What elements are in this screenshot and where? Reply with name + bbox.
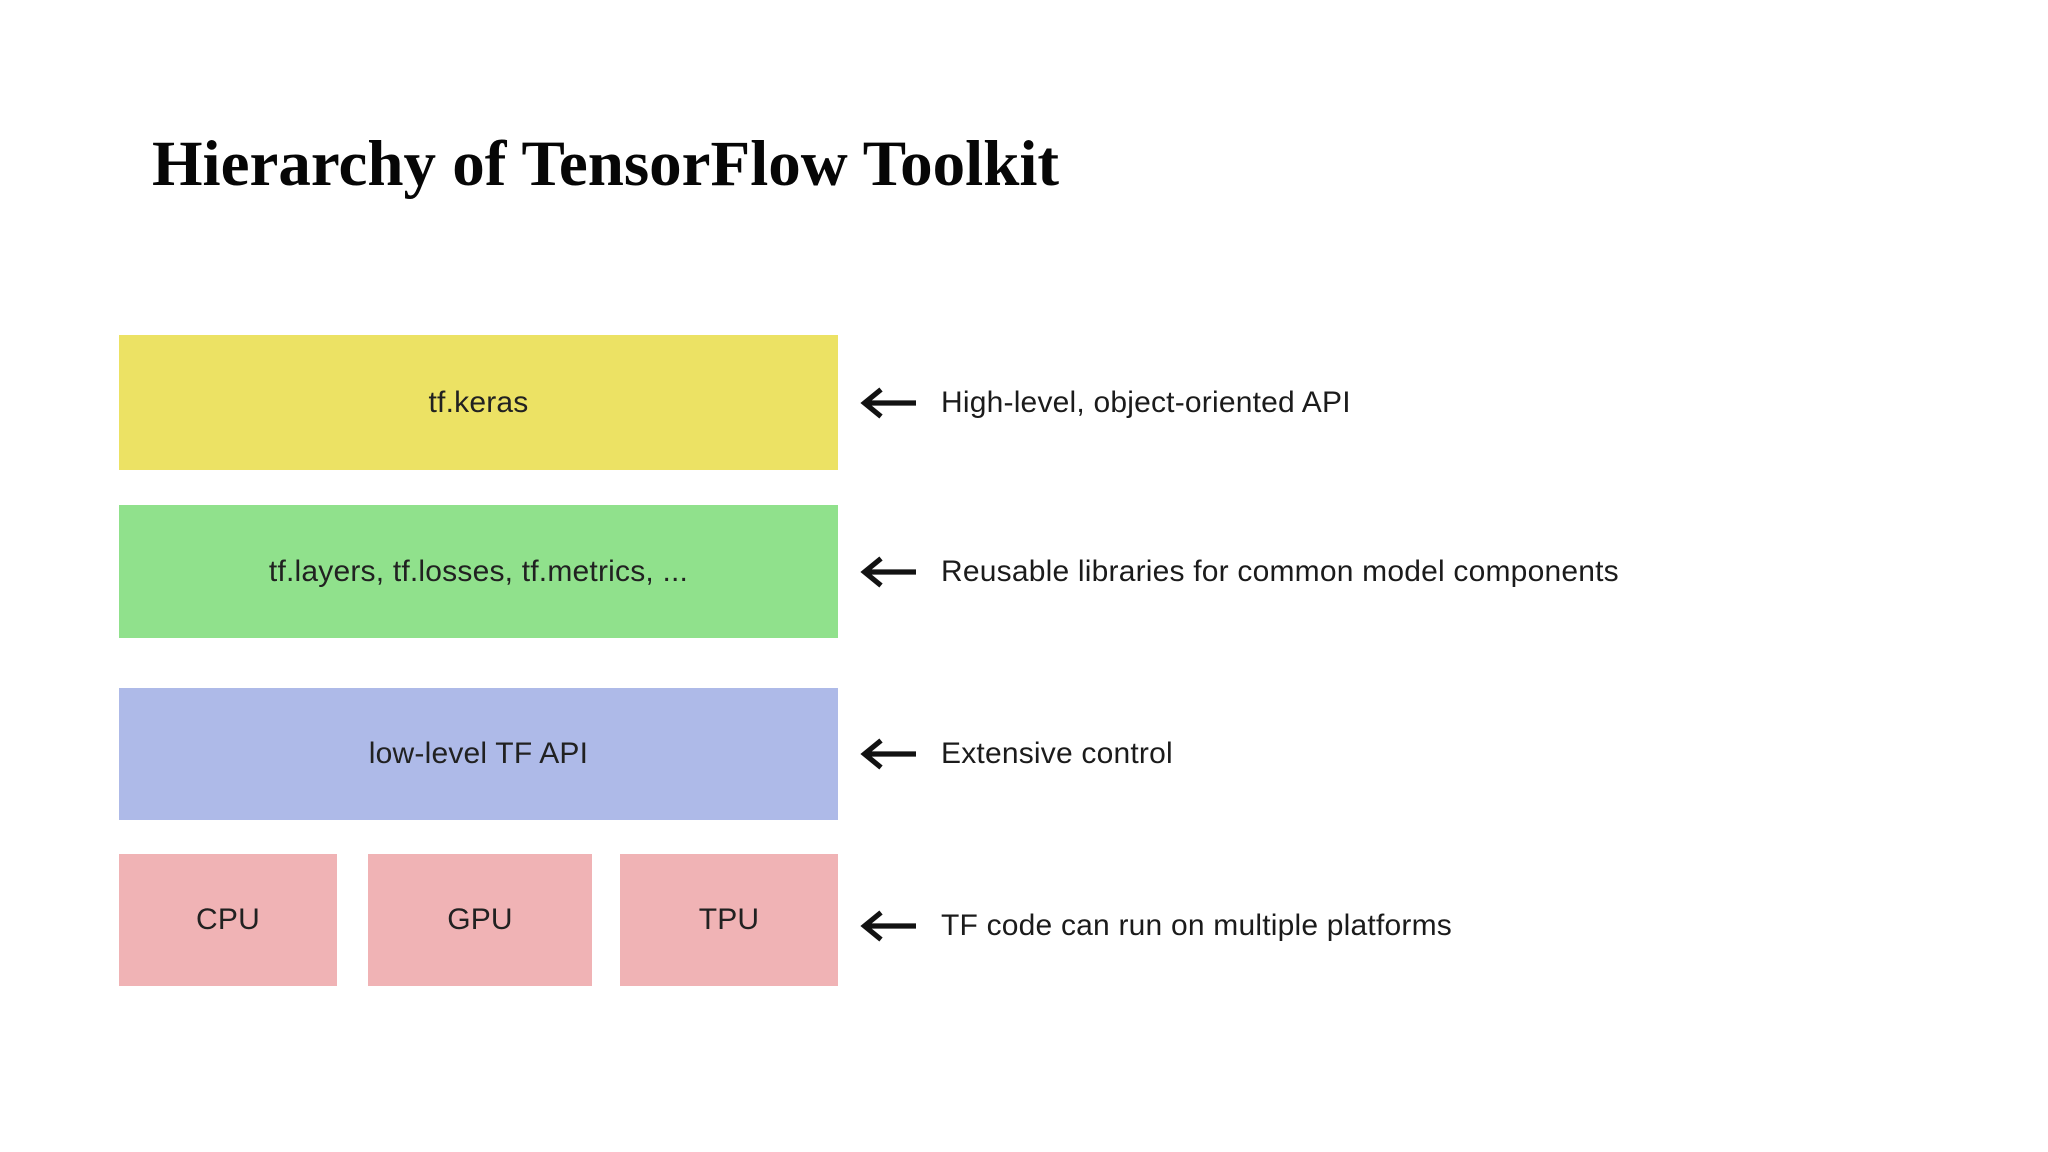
annotation-label: Reusable libraries for common model comp… bbox=[941, 555, 1619, 588]
annotation-label: Extensive control bbox=[941, 737, 1173, 770]
annotation-multiple-platforms: TF code can run on multiple platforms bbox=[860, 908, 1452, 944]
page-title: Hierarchy of TensorFlow Toolkit bbox=[152, 128, 1060, 200]
layer-box-label: tf.layers, tf.losses, tf.metrics, ... bbox=[268, 554, 689, 588]
annotation-high-level-api: High-level, object-oriented API bbox=[860, 385, 1351, 421]
layer-box-low-level-tf-api: low-level TF API bbox=[119, 688, 838, 820]
annotation-label: High-level, object-oriented API bbox=[941, 386, 1351, 419]
platform-box-gpu: GPU bbox=[368, 854, 592, 986]
platform-box-cpu: CPU bbox=[119, 854, 337, 986]
platform-box-label: CPU bbox=[196, 903, 260, 936]
annotation-reusable-libraries: Reusable libraries for common model comp… bbox=[860, 554, 1619, 590]
left-arrow-icon bbox=[860, 556, 916, 588]
layer-box-label: tf.keras bbox=[428, 385, 529, 419]
left-arrow-icon bbox=[860, 738, 916, 770]
platform-box-tpu: TPU bbox=[620, 854, 838, 986]
platform-box-label: GPU bbox=[447, 903, 513, 936]
layer-box-tf-libraries: tf.layers, tf.losses, tf.metrics, ... bbox=[119, 505, 838, 638]
left-arrow-icon bbox=[860, 387, 916, 419]
annotation-label: TF code can run on multiple platforms bbox=[941, 909, 1452, 942]
left-arrow-icon bbox=[860, 910, 916, 942]
platform-box-label: TPU bbox=[698, 903, 760, 936]
layer-box-tf-keras: tf.keras bbox=[119, 335, 838, 470]
layer-box-label: low-level TF API bbox=[368, 737, 589, 770]
annotation-extensive-control: Extensive control bbox=[860, 736, 1173, 772]
